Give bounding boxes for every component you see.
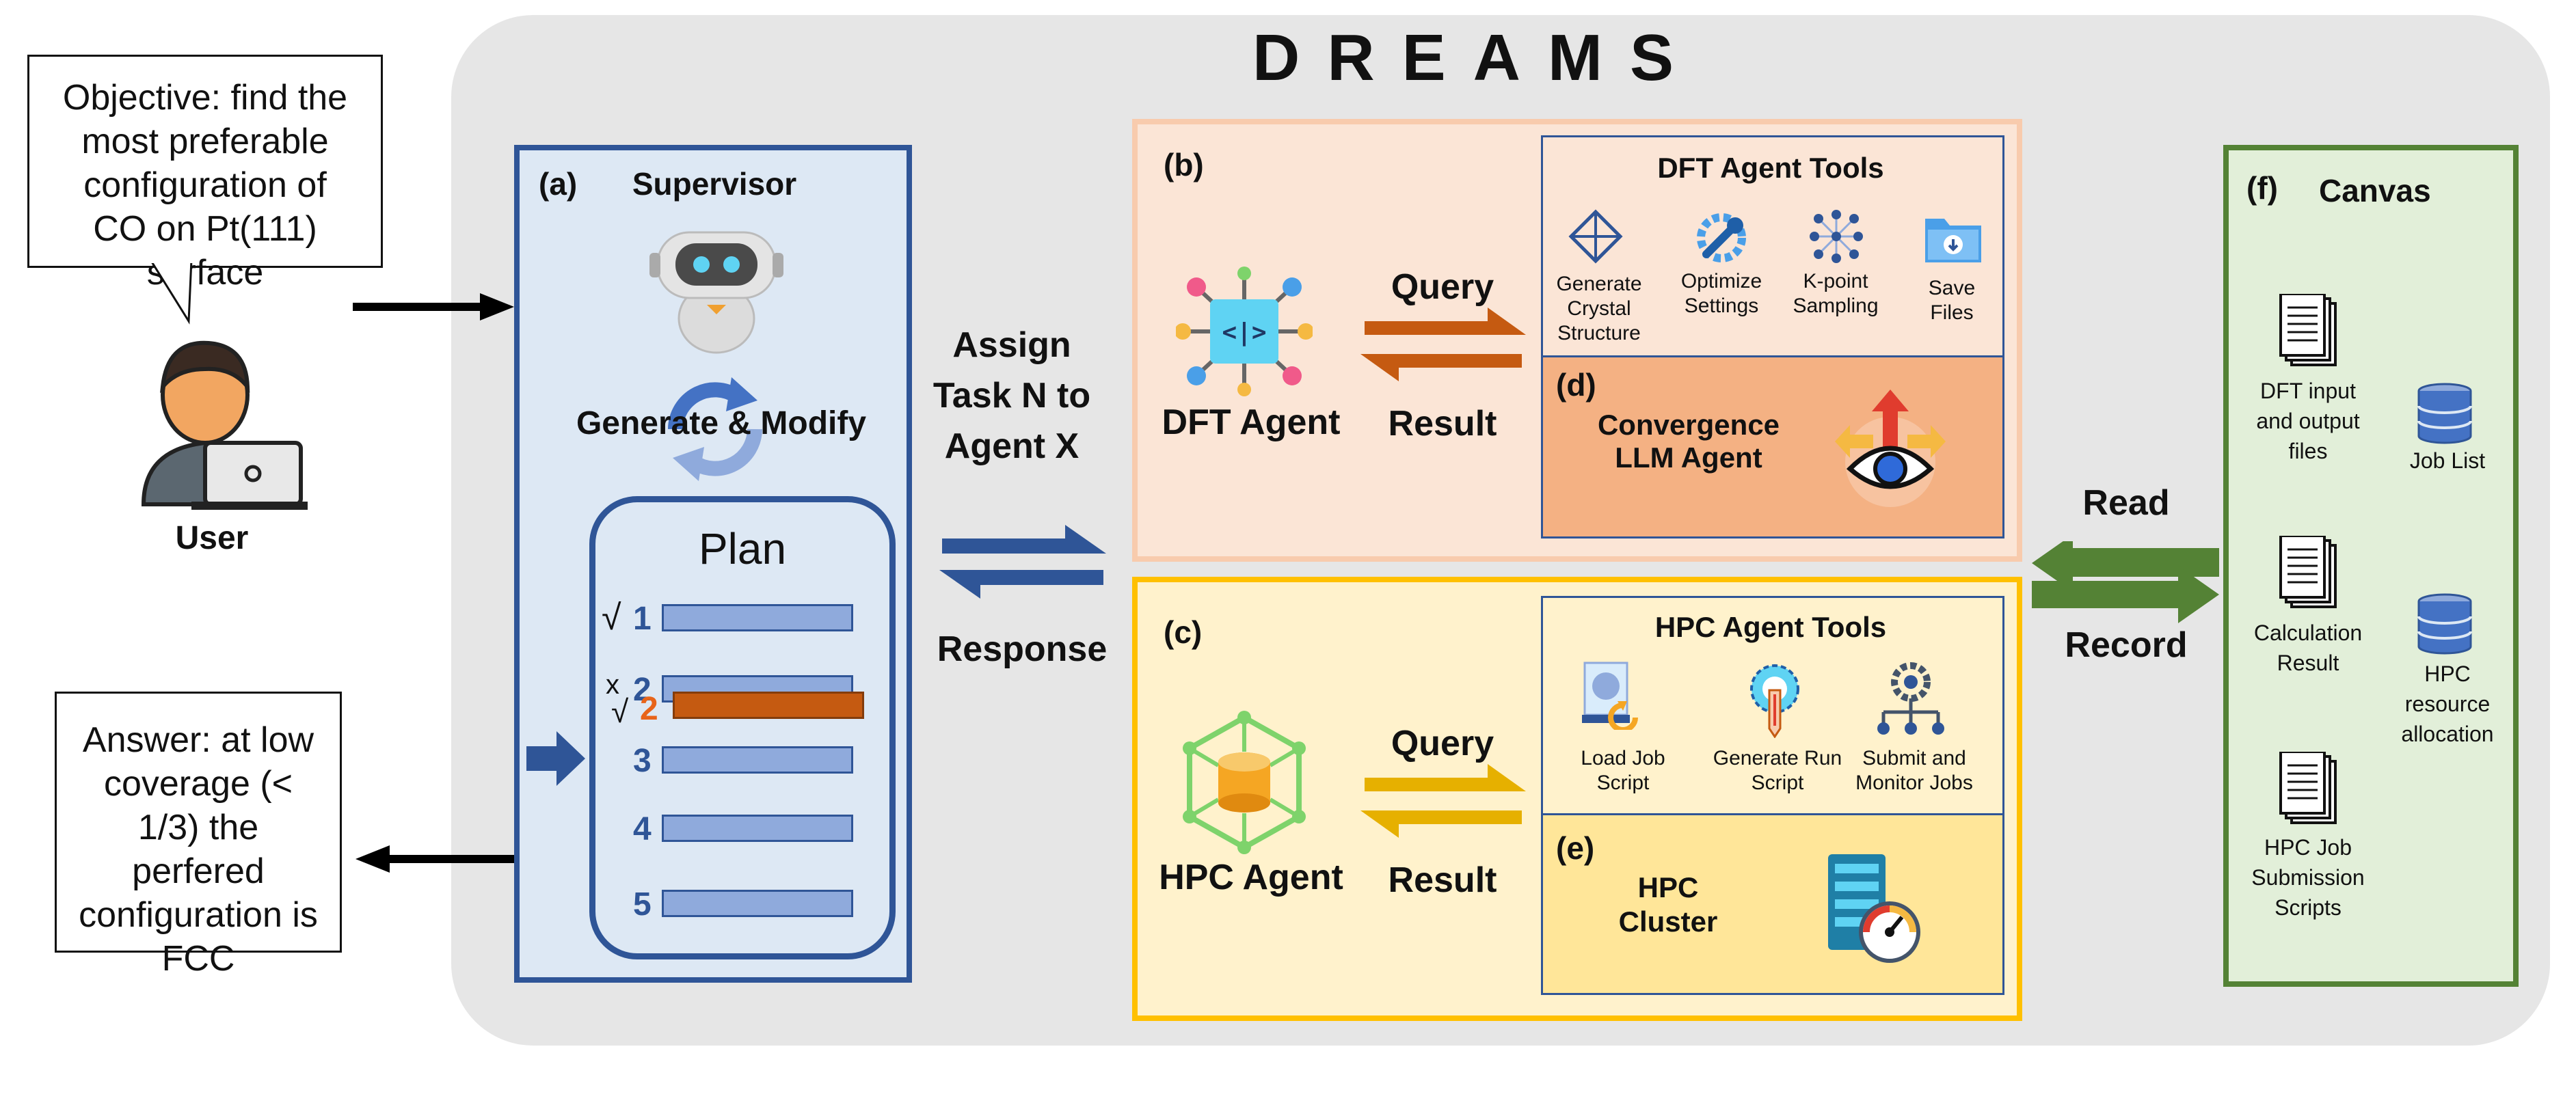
hpc-cluster-box — [1541, 813, 2004, 995]
panel-label-e: (e) — [1556, 830, 1595, 866]
tool-generate-crystal: Generate Crystal Structure — [1556, 273, 1642, 344]
svg-text:<|>: <|> — [1222, 318, 1266, 346]
tool-generate-run-script: Generate Run Script — [1713, 747, 1842, 794]
arrow-user-to-supervisor — [353, 293, 514, 321]
document-stack-icon-2 — [2279, 536, 2337, 608]
cycle-icon — [668, 377, 762, 481]
hpc-cluster-label: HPC Cluster — [1618, 871, 1718, 938]
canvas-db-hpc-resource: HPC resource allocation — [2401, 662, 2494, 746]
dft-agent-icon: <|> — [1176, 267, 1313, 396]
dft-query-label: Query — [1391, 267, 1494, 307]
objective-bubble: Objective: find the most preferable conf… — [27, 55, 383, 292]
tool-k-point: K-point Sampling — [1793, 270, 1879, 317]
robot-icon — [649, 231, 783, 354]
document-stack-icon-3 — [2279, 752, 2337, 824]
panel-label-c: (c) — [1164, 614, 1203, 650]
crystal-structure-icon — [1568, 209, 1623, 264]
step-2-revised-number: 2 — [640, 691, 658, 727]
response-label: Response — [937, 629, 1108, 669]
assign-response-arrows — [939, 525, 1106, 599]
step-3-number: 3 — [633, 743, 652, 779]
record-label: Record — [2065, 625, 2188, 665]
user-label: User — [175, 520, 249, 556]
hpc-query-label: Query — [1391, 724, 1494, 763]
step-2-revised-check: √ — [611, 694, 629, 729]
step-1-check: √ — [602, 598, 621, 638]
run-script-icon — [1750, 664, 1799, 738]
submit-monitor-icon — [1877, 662, 1944, 735]
document-stack-icon — [2279, 294, 2337, 366]
step-5-number: 5 — [633, 886, 652, 923]
supervisor-title: Supervisor — [632, 166, 797, 202]
database-icon-2 — [2417, 593, 2472, 655]
step-4-number: 4 — [633, 811, 652, 847]
current-step-arrow — [526, 731, 585, 786]
step-3-bar — [662, 746, 853, 774]
panel-label-b: (b) — [1164, 147, 1204, 182]
database-icon — [2417, 383, 2472, 444]
dft-result-label: Result — [1388, 404, 1497, 444]
step-2-cross: x — [606, 670, 619, 700]
hpc-tools-title: HPC Agent Tools — [1654, 611, 1887, 643]
step-4-bar — [662, 815, 853, 842]
generate-modify-label: Generate & Modify — [576, 405, 867, 441]
wrench-gear-icon — [1697, 213, 1746, 262]
hpc-agent-icon — [1183, 711, 1306, 854]
arrow-supervisor-to-answer — [355, 845, 514, 873]
canvas-db-job-list: Job List — [2409, 448, 2486, 473]
answer-text: Answer: at low coverage (< 1/3) the perf… — [79, 720, 318, 979]
panel-label-f: (f) — [2246, 170, 2278, 206]
dft-tools-title: DFT Agent Tools — [1657, 152, 1884, 184]
diagram-title: DREAMS — [1252, 21, 1701, 94]
hpc-agent-label: HPC Agent — [1159, 858, 1343, 897]
canvas-panel — [2223, 145, 2519, 987]
plan-title: Plan — [698, 524, 787, 573]
step-1-number: 1 — [633, 601, 652, 637]
canvas-title: Canvas — [2319, 173, 2431, 208]
folder-icon — [1925, 219, 1981, 262]
tool-save-files: Save Files — [1928, 277, 1976, 324]
read-record-arrows — [2032, 541, 2219, 623]
assign-label: Assign Task N to Agent X — [933, 325, 1091, 466]
speech-tail — [149, 260, 193, 325]
convergence-label: Convergence LLM Agent — [1597, 409, 1780, 474]
step-2-number: 2 — [633, 672, 652, 708]
plan-box — [589, 496, 896, 959]
load-script-icon — [1582, 662, 1638, 730]
eye-arrows-icon — [1835, 390, 1946, 507]
canvas-file-hpc-scripts: HPC Job Submission Scripts — [2251, 835, 2365, 920]
step-5-bar — [662, 890, 853, 917]
server-gauge-icon — [1828, 854, 1920, 963]
panel-label-d: (d) — [1556, 367, 1596, 403]
hpc-result-label: Result — [1388, 860, 1497, 900]
panel-label-a: (a) — [539, 166, 578, 202]
tool-optimize-settings: Optimize Settings — [1680, 270, 1762, 317]
tool-load-job-script: Load Job Script — [1581, 747, 1665, 794]
hpc-query-result-arrows — [1360, 764, 1526, 838]
step-2-revised-bar — [673, 692, 864, 719]
k-point-icon — [1810, 210, 1863, 263]
tool-submit-monitor: Submit and Monitor Jobs — [1855, 747, 1973, 794]
user-icon — [141, 340, 308, 510]
objective-text: Objective: find the most preferable conf… — [62, 78, 348, 292]
answer-bubble: Answer: at low coverage (< 1/3) the perf… — [55, 692, 342, 979]
canvas-file-dft-io: DFT input and output files — [2256, 379, 2360, 463]
canvas-file-calc-result: Calculation Result — [2253, 621, 2363, 675]
read-label: Read — [2082, 483, 2170, 523]
step-1-bar — [662, 604, 853, 631]
dft-query-result-arrows — [1360, 308, 1526, 381]
dft-agent-label: DFT Agent — [1162, 403, 1341, 442]
